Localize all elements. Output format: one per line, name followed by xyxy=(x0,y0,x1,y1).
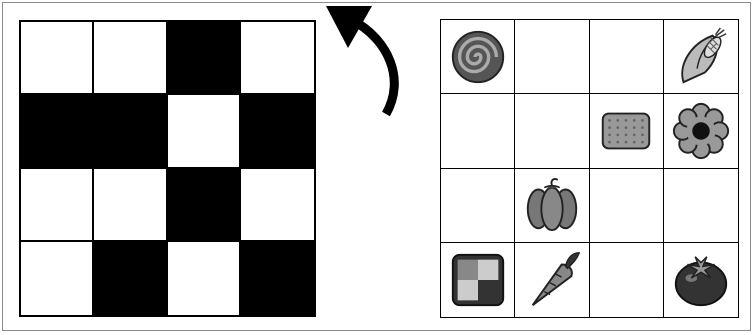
rotate-arrow-icon xyxy=(318,4,418,119)
icon-grid-cell xyxy=(590,94,664,168)
icon-grid-cell xyxy=(590,243,664,317)
bell-pepper-icon xyxy=(521,174,583,236)
icon-grid-cell xyxy=(441,243,515,317)
pattern-cell-black xyxy=(94,242,167,315)
icon-grid-cell xyxy=(590,169,664,243)
icon-grid-cell xyxy=(664,243,738,317)
pattern-cell-black xyxy=(241,242,314,315)
icon-grid-cell xyxy=(664,169,738,243)
pattern-cell-white xyxy=(94,169,167,242)
checkered-square-icon xyxy=(447,249,509,311)
tomato-icon xyxy=(670,249,732,311)
icon-grid-cell xyxy=(515,94,589,168)
pattern-cell-white xyxy=(94,22,167,95)
black-white-pattern-grid xyxy=(19,20,316,317)
pattern-cell-white xyxy=(21,22,94,95)
pattern-cell-black xyxy=(94,95,167,168)
icon-grid-cell xyxy=(664,20,738,94)
pattern-cell-black xyxy=(21,95,94,168)
pattern-cell-black xyxy=(168,169,241,242)
swirl-candy-icon xyxy=(447,26,509,88)
pattern-cell-white xyxy=(168,95,241,168)
icon-grid-cell xyxy=(515,20,589,94)
pattern-cell-black xyxy=(168,22,241,95)
corn-icon xyxy=(670,26,732,88)
cracker-icon xyxy=(595,100,657,162)
icon-grid xyxy=(440,19,739,318)
icon-grid-cell xyxy=(441,20,515,94)
icon-grid-cell xyxy=(441,169,515,243)
pattern-cell-black xyxy=(241,95,314,168)
pattern-cell-white xyxy=(241,169,314,242)
pattern-cell-white xyxy=(21,169,94,242)
icon-grid-cell xyxy=(441,94,515,168)
carrot-icon xyxy=(521,249,583,311)
icon-grid-cell xyxy=(515,243,589,317)
pattern-cell-white xyxy=(21,242,94,315)
flower-icon xyxy=(670,100,732,162)
pattern-cell-white xyxy=(168,242,241,315)
icon-grid-cell xyxy=(590,20,664,94)
icon-grid-cell xyxy=(664,94,738,168)
icon-grid-cell xyxy=(515,169,589,243)
pattern-cell-white xyxy=(241,22,314,95)
